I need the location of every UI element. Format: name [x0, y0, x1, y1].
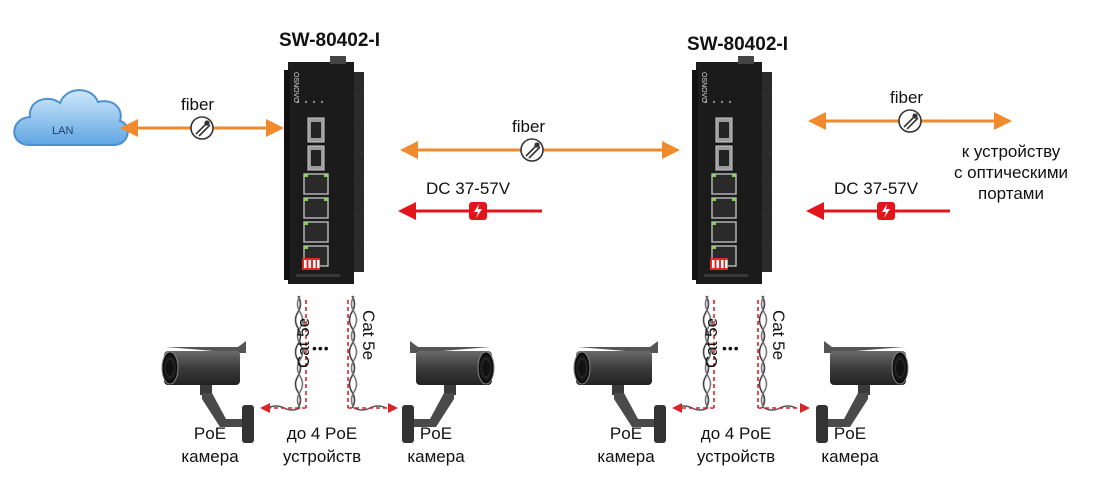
- camera-label-4b: камера: [821, 447, 879, 466]
- devices-label-2b: устройств: [696, 447, 776, 466]
- ellipsis-1: •••: [312, 340, 330, 356]
- cable-label-1a: Cat 5e: [294, 317, 313, 368]
- switch-1: [284, 56, 364, 284]
- camera-label-3a: PoE: [609, 424, 643, 443]
- target-device-line-1: к устройству: [961, 142, 1061, 161]
- camera-icon: [402, 341, 495, 443]
- ellipsis-2: •••: [722, 340, 740, 356]
- devices-label-1a: до 4 PoE: [286, 424, 358, 443]
- camera-label-1b: камера: [181, 447, 239, 466]
- switch-1-model: SW-80402-I: [279, 30, 380, 51]
- fiber-label-right: fiber: [890, 88, 924, 107]
- camera-label-2a: PoE: [419, 424, 453, 443]
- cable-label-2b: Cat 5e: [769, 310, 788, 361]
- cable-label-2a: Cat 5e: [702, 317, 721, 368]
- camera-label-3b: камера: [597, 447, 655, 466]
- switch-2: [692, 56, 772, 284]
- fiber-symbol-icons: [190, 109, 922, 162]
- target-device-line-3: портами: [978, 184, 1044, 203]
- utp-cables-1: [260, 295, 398, 413]
- switch-2-model: SW-80402-I: [687, 34, 788, 55]
- camera-icon: [573, 341, 666, 443]
- dc-label-1: DC 37-57V: [426, 179, 511, 198]
- fiber-arrowheads: [120, 112, 1012, 159]
- camera-icon: [161, 341, 254, 443]
- fiber-label-lan: fiber: [181, 95, 215, 114]
- camera-icon: [816, 341, 909, 443]
- devices-label-2a: до 4 PoE: [700, 424, 772, 443]
- camera-label-1a: PoE: [193, 424, 227, 443]
- dc-label-2: DC 37-57V: [834, 179, 919, 198]
- devices-label-1b: устройств: [282, 447, 362, 466]
- fiber-arrows: [132, 119, 1000, 152]
- camera-label-2b: камера: [407, 447, 465, 466]
- fiber-label-middle: fiber: [512, 117, 546, 136]
- switch-2-brand: OSNOVO: [700, 72, 707, 103]
- switch-1-brand: OSNOVO: [292, 72, 299, 103]
- cable-label-1b: Cat 5e: [359, 310, 378, 361]
- power-symbol-icons: [469, 202, 895, 220]
- camera-label-4a: PoE: [833, 424, 867, 443]
- utp-cables-2: [672, 295, 810, 413]
- lan-cloud-icon: [13, 89, 129, 146]
- lan-label: LAN: [52, 125, 74, 137]
- target-device-line-2: с оптическими: [953, 163, 1069, 182]
